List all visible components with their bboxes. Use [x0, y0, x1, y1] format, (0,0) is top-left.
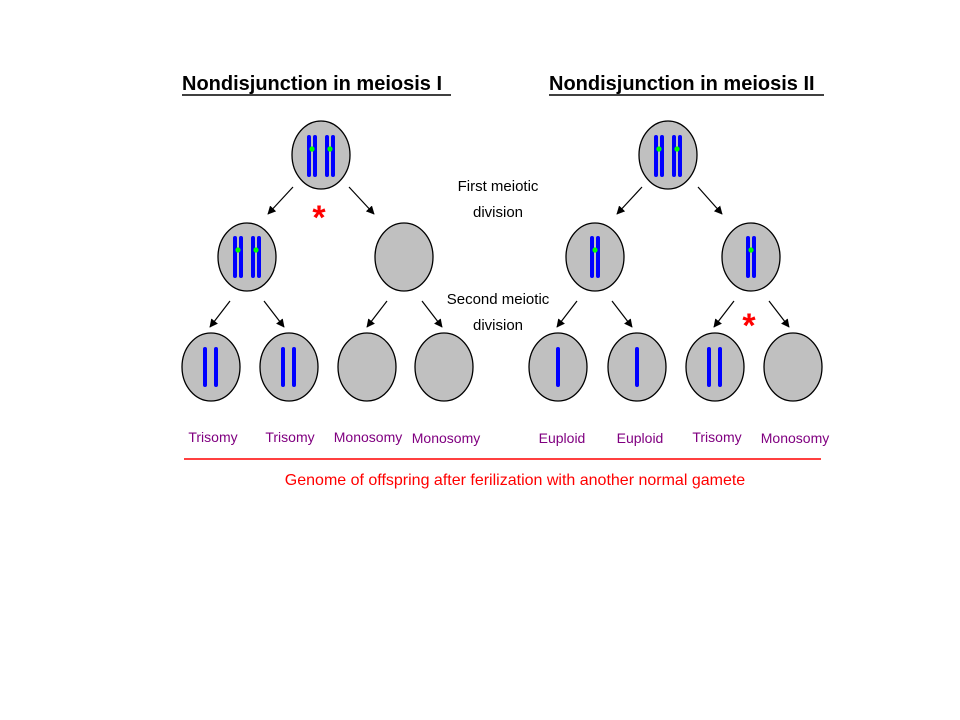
arrow: [697, 186, 723, 215]
arrow: [611, 300, 633, 328]
right-arrows: [556, 186, 790, 328]
left-gamete-4: [414, 332, 474, 402]
centromere: [674, 146, 680, 152]
left-gamete-3: [337, 332, 397, 402]
outcome-label: Trisomy: [692, 429, 741, 445]
centromere: [253, 247, 259, 253]
right-middle-cell-1: [565, 222, 625, 292]
chromatid: [654, 135, 658, 177]
chromosome: [707, 347, 711, 387]
arrow: [616, 186, 643, 215]
right-middle-cell-2: [721, 222, 781, 292]
first-division-label-line1: First meiotic: [458, 178, 539, 195]
chromatid: [752, 236, 756, 278]
chromatid: [678, 135, 682, 177]
chromatid: [239, 236, 243, 278]
centromere: [656, 146, 662, 152]
arrow: [768, 300, 790, 328]
chromatid: [257, 236, 261, 278]
centromere: [235, 247, 241, 253]
chromosome: [214, 347, 218, 387]
right-gamete-2: [607, 332, 667, 402]
arrow: [421, 300, 443, 328]
arrow: [713, 300, 735, 328]
left-middle-cell-nondisjunction: [217, 222, 277, 292]
arrow: [348, 186, 375, 215]
chromatid: [325, 135, 329, 177]
outcome-label: Euploid: [539, 430, 586, 446]
chromosome: [556, 347, 560, 387]
chromatid: [313, 135, 317, 177]
right-parent-cell: [638, 120, 698, 190]
nondisjunction-asterisk: *: [312, 199, 326, 237]
chromosome: [292, 347, 296, 387]
arrow: [366, 300, 388, 328]
second-division-label-line2: division: [473, 317, 523, 334]
centromere: [309, 146, 315, 152]
right-gamete-1: [528, 332, 588, 402]
right-gamete-4: [763, 332, 823, 402]
right-gamete-3: [685, 332, 745, 402]
outcome-label: Monosomy: [334, 429, 402, 445]
second-division-label-line1: Second meiotic: [447, 291, 550, 308]
arrow: [556, 300, 578, 328]
chromatid: [307, 135, 311, 177]
chromosome: [635, 347, 639, 387]
centromere: [592, 247, 598, 253]
outcome-label: Trisomy: [188, 429, 237, 445]
arrow: [209, 300, 231, 328]
chromatid: [251, 236, 255, 278]
chromatid: [331, 135, 335, 177]
left-arrows: [209, 186, 443, 328]
nondisjunction-asterisk: *: [742, 307, 756, 345]
left-title: Nondisjunction in meiosis I: [182, 73, 442, 95]
outcome-label: Monosomy: [761, 430, 829, 446]
left-gamete-2: [259, 332, 319, 402]
arrow: [267, 186, 294, 215]
chromatid: [596, 236, 600, 278]
outcome-label: Monosomy: [412, 430, 480, 446]
chromatid: [590, 236, 594, 278]
footer-caption: Genome of offspring after ferilization w…: [285, 472, 745, 489]
left-middle-cell-empty: [374, 222, 434, 292]
centromere: [748, 247, 754, 253]
first-division-label-line2: division: [473, 204, 523, 221]
left-parent-cell: [291, 120, 351, 190]
chromatid: [672, 135, 676, 177]
chromatid: [746, 236, 750, 278]
chromosome: [203, 347, 207, 387]
chromatid: [660, 135, 664, 177]
outcome-label: Trisomy: [265, 429, 314, 445]
chromosome: [281, 347, 285, 387]
left-gamete-1: [181, 332, 241, 402]
chromatid: [233, 236, 237, 278]
chromosome: [718, 347, 722, 387]
arrow: [263, 300, 285, 328]
outcome-label: Euploid: [617, 430, 664, 446]
right-title: Nondisjunction in meiosis II: [549, 73, 815, 95]
centromere: [327, 146, 333, 152]
